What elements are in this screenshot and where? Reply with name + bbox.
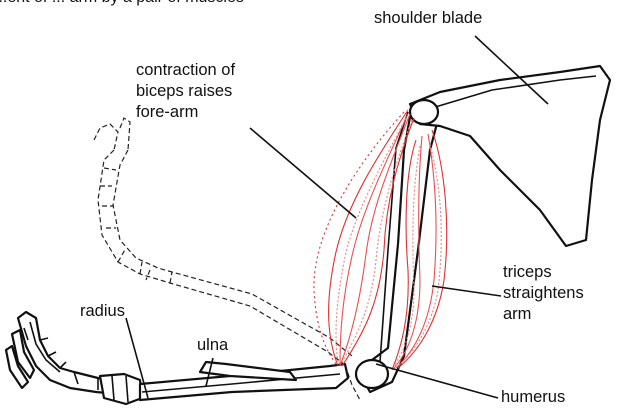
shoulder-blade-bone (410, 66, 610, 246)
label-shoulder-blade: shoulder blade (374, 8, 482, 29)
label-radius: radius (80, 301, 125, 322)
header-caption: ...ent of ... arm by a pair of muscles (0, 0, 244, 8)
label-triceps: triceps straightens arm (503, 262, 584, 325)
label-biceps: contraction of biceps raises fore-arm (136, 60, 235, 123)
hand-bones (6, 312, 142, 404)
leader-biceps (250, 128, 356, 218)
forearm-bones (140, 362, 348, 400)
label-ulna: ulna (197, 335, 228, 356)
label-humerus: humerus (501, 387, 565, 408)
raised-forearm-outline (94, 118, 360, 400)
leader-humerus (376, 364, 498, 398)
